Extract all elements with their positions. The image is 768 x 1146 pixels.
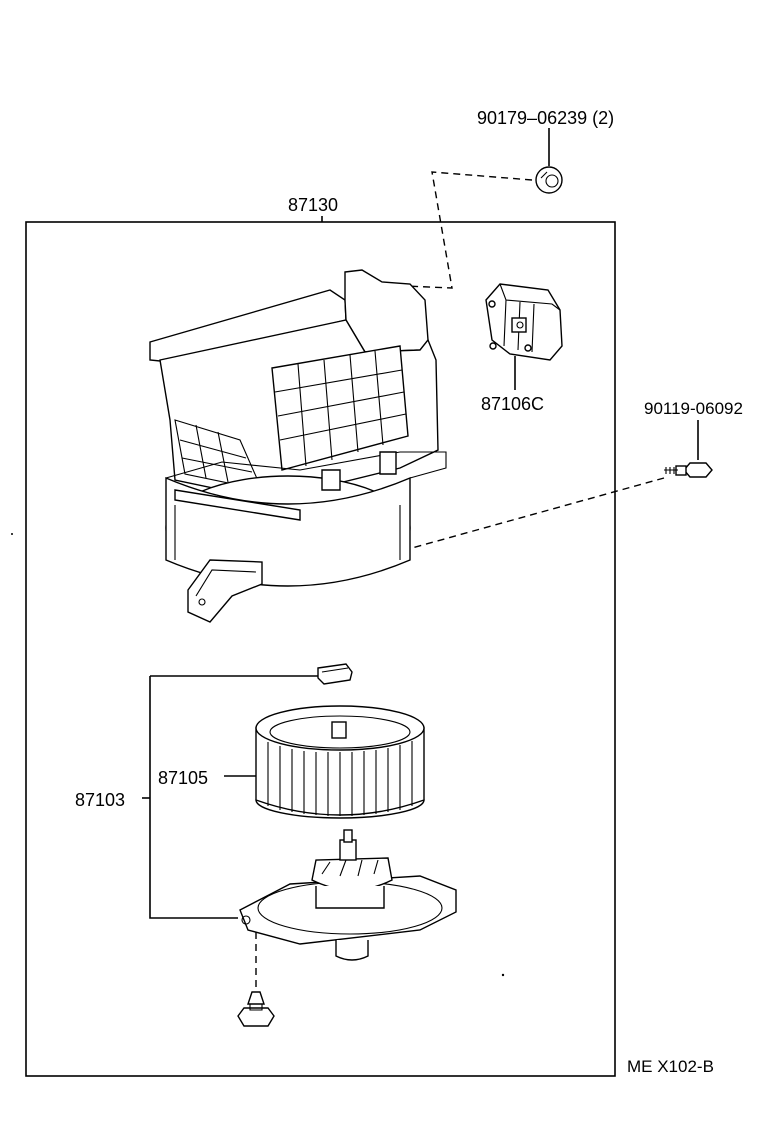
motor-screw-icon: [237, 991, 275, 1027]
blower-motor-icon: [239, 829, 457, 961]
fan-wheel-icon: [255, 705, 425, 819]
diagram-code: ME X102-B: [627, 1057, 714, 1076]
blower-resistor-icon: [485, 283, 563, 390]
resistor-part-label: 87106C: [481, 394, 544, 414]
blower-housing-icon: [149, 269, 447, 623]
screw-part-label: 90119-06092: [644, 399, 743, 418]
assembly-frame: [25, 221, 616, 1077]
screw-icon: [664, 420, 713, 478]
fan-part-label: 87105: [158, 768, 208, 788]
housing-part-label: 87130: [288, 195, 338, 215]
nut-icon: [535, 128, 563, 194]
nut-part-label: 90179–06239 (2): [477, 108, 614, 128]
hose-clamp-icon: [317, 663, 353, 685]
motor-assy-part-label: 87103: [75, 790, 125, 810]
